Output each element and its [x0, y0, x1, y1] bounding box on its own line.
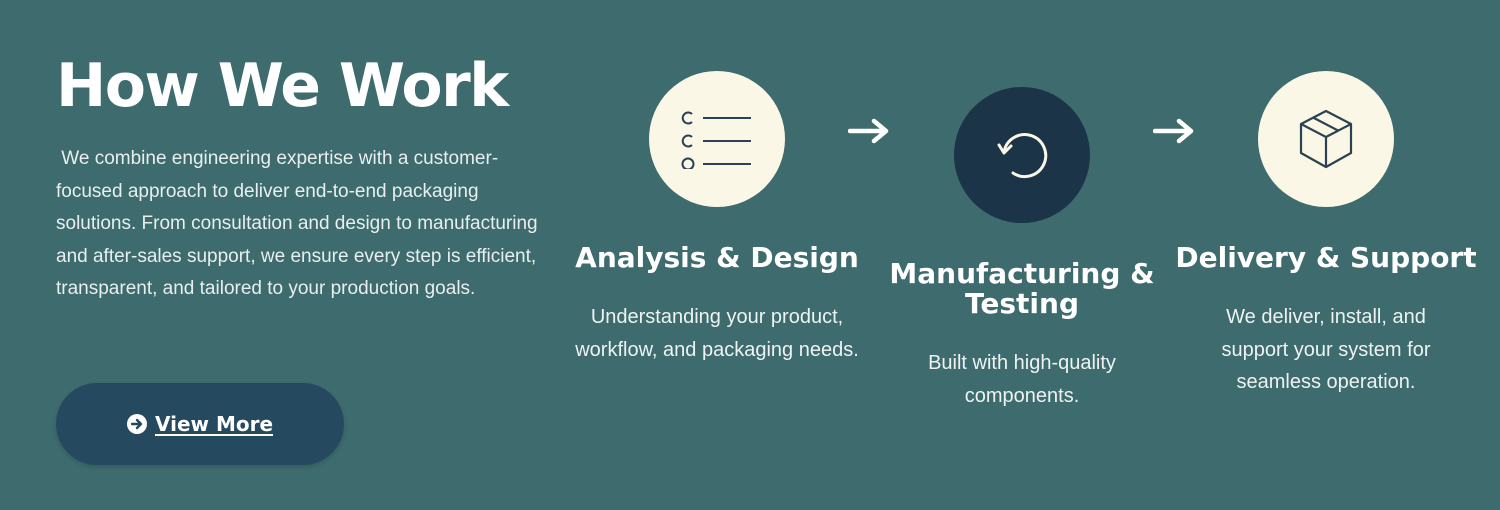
step-description: We deliver, install, and support your sy… — [1221, 306, 1431, 393]
view-more-label: View More — [154, 412, 274, 436]
refresh-icon — [997, 133, 1048, 179]
step-analysis-design: Analysis & Design Understanding your pro… — [557, 0, 877, 366]
step-title: Delivery & Support — [1175, 241, 1477, 274]
step-description: Understanding your product, workflow, an… — [575, 306, 859, 361]
step-manufacturing-testing: Manufacturing & Testing Built with high-… — [862, 0, 1182, 412]
step-icon-circle — [649, 71, 785, 207]
step-title: Analysis & Design — [575, 241, 859, 274]
step-delivery-support: Delivery & Support We deliver, install, … — [1166, 0, 1486, 399]
arrow-right-icon — [1153, 118, 1194, 144]
box-icon — [1299, 109, 1353, 169]
arrow-right-icon — [848, 118, 889, 144]
step-description: Built with high-quality components. — [928, 352, 1116, 407]
step-icon-circle — [954, 87, 1090, 223]
view-more-button[interactable]: View More — [56, 383, 344, 465]
checklist-icon — [681, 111, 751, 169]
step-title: Manufacturing & Testing — [889, 257, 1155, 320]
circle-arrow-right-icon — [126, 414, 147, 434]
section-title: How We Work — [56, 51, 509, 121]
step-icon-circle — [1258, 71, 1394, 207]
section-intro: We combine engineering expertise with a … — [56, 148, 543, 300]
